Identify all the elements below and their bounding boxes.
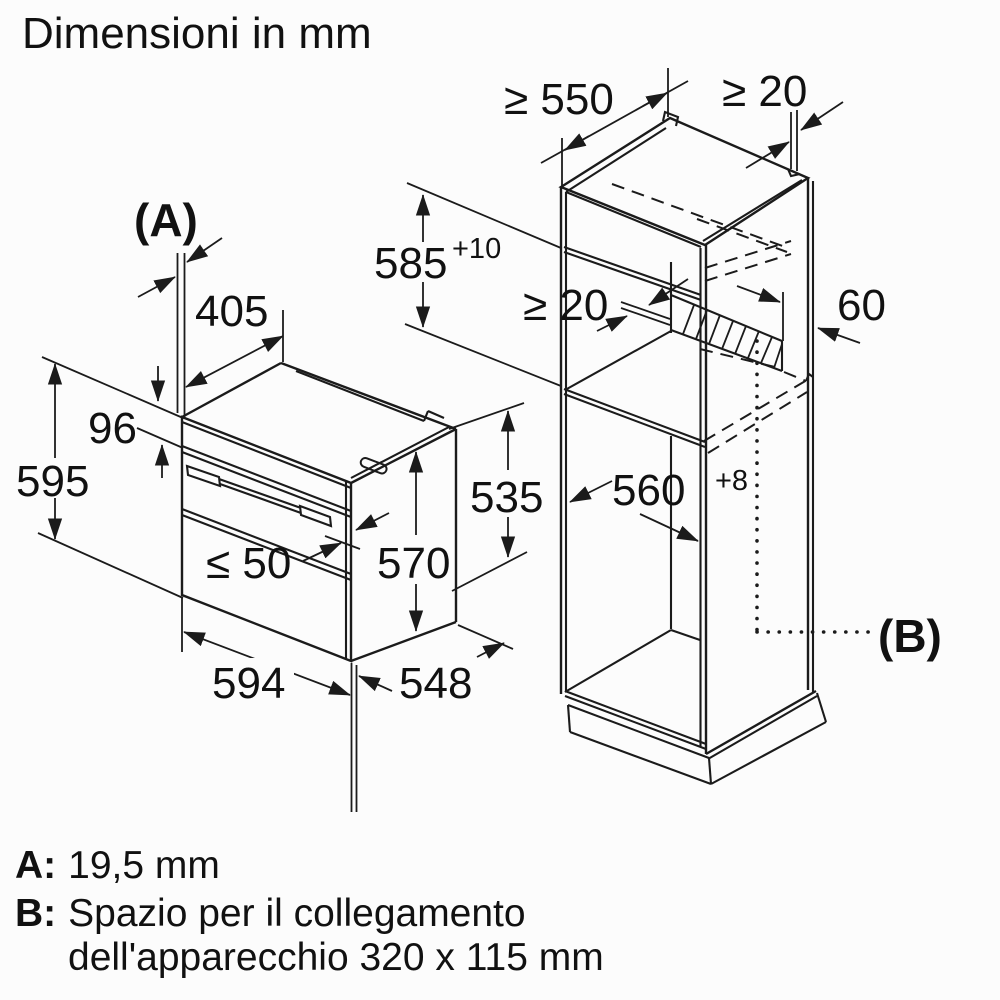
oven-side-grip [359,456,388,475]
oven-body-height-label: 535 [470,473,543,522]
cabinet-shelf-back-gap-label: ≥ 20 [523,281,608,330]
cabinet-niche-height-tol: +10 [452,233,501,265]
crossbar-hatching [682,304,783,369]
dim-595 [37,356,184,599]
cabinet-min-depth-label: ≥ 550 [504,75,614,124]
cabinet-niche-width-tol: +8 [715,465,748,497]
dim-A [137,237,223,417]
dim-550 [540,68,689,186]
cabinet-niche-width-label: 560 [612,466,685,515]
note-b-line2: dell'apparecchio 320 x 115 mm [68,936,604,979]
dim-96 [136,366,184,478]
oven-depth-label: 548 [399,659,472,708]
note-a: A:19,5 mm [15,844,220,887]
oven-width-label: 594 [212,659,285,708]
oven-handle-depth-label: ≤ 50 [206,539,291,588]
oven-drawing [180,361,458,663]
oven-height-label: 595 [16,457,89,506]
dim-405 [185,310,284,388]
cabinet-top-back-gap-label: ≥ 20 [722,67,807,116]
cabinet-plinth [566,689,828,785]
leader-B [755,339,875,634]
dim-60 [736,285,861,344]
notes: A:19,5 mm B:Spazio per il collegamento d… [15,844,604,979]
dim-20-mid [596,278,689,332]
note-b-line1: B:Spazio per il collegamento [15,892,526,935]
dim-560 [569,480,699,542]
dim-548 [358,624,514,692]
page-title: Dimensioni in mm [22,9,372,58]
oven-panel-height-label: 96 [88,404,137,453]
label-backing [208,658,294,702]
oven-handle [185,464,333,528]
cabinet-vent-bar-label: 60 [837,281,886,330]
cabinet-label-b: (B) [878,610,942,662]
vent-crossbar [670,294,784,372]
dim-535 [448,402,528,592]
dim-585 [404,182,562,387]
oven-inner-height-label: 570 [377,539,450,588]
dim-50 [302,512,390,562]
oven-label-a: (A) [134,194,198,246]
cabinet-drawing [558,110,828,785]
dim-20-top [745,101,844,169]
cabinet-niche-height-label: 585 [374,239,447,288]
oven-top-depth-label: 405 [195,287,268,336]
